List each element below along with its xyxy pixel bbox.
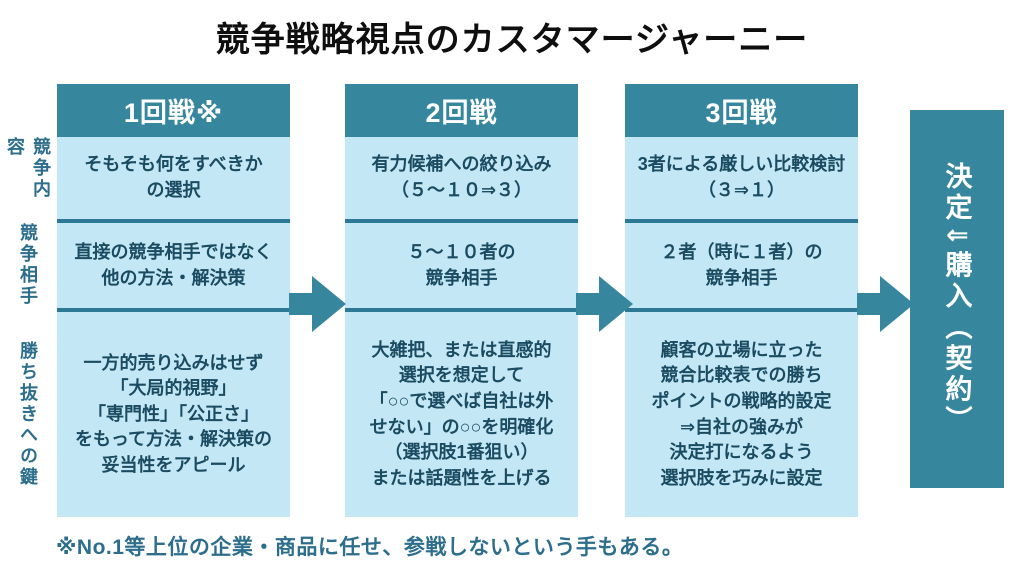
divider-line [57,308,290,312]
arrow-head [599,276,633,332]
round-1-competition-content-cell: そもそも何をすべきか の選択 [84,154,263,200]
column-round-1: 1回戦※ そもそも何をすべきか の選択 直接の競争相手ではなく 他の方法・解決策… [57,84,290,517]
divider-line [625,219,858,223]
divider-line [57,219,290,223]
footnote: ※No.1等上位の企業・商品に任せ、参戦しないという手もある。 [56,536,684,559]
decision-purchase-box: 決定⇓購入（契約） [910,110,1004,488]
arrow-right-icon [289,276,346,332]
column-round-1-header: 1回戦※ [57,84,290,137]
page-title: 競争戦略視点のカスタマージャーニー [215,21,809,59]
arrow-tail [289,293,312,315]
round-3-competition-content-cell: 3者による厳しい比較検討 （３⇒１） [637,154,846,200]
arrow-head [880,276,914,332]
divider-line [625,308,858,312]
round-2-competition-content-cell: 有力候補への絞り込み （５～１０⇒３） [371,154,552,200]
column-round-2: 2回戦 有力候補への絞り込み （５～１０⇒３） ５～１０者の 競争相手 大雑把、… [345,84,578,517]
round-3-competitors-cell: ２者（時に１者）の 競争相手 [660,241,823,288]
arrow-tail [857,293,880,315]
round-2-key-cell: 大雑把、または直感的 選択を想定して 「○○で選べば自社は外 せない」の○○を明… [369,339,554,488]
round-3-key-cell: 顧客の立場に立った 競合比較表での勝ち ポイントの戦略的設定 ⇒自社の強みが 決… [651,339,832,488]
round-1-competitors-cell: 直接の競争相手ではなく 他の方法・解決策 [74,241,273,288]
arrow-right-icon [576,276,633,332]
arrow-right-icon [857,276,914,332]
arrow-head [312,276,346,332]
column-round-2-header: 2回戦 [345,84,578,137]
row-label-competition-content: 競争内容 [5,137,51,200]
round-2-competitors-cell: ５～１０者の 競争相手 [407,241,516,288]
divider-line [345,219,578,223]
column-round-3: 3回戦 3者による厳しい比較検討 （３⇒１） ２者（時に１者）の 競争相手 顧客… [625,84,858,517]
column-round-3-header: 3回戦 [625,84,858,137]
round-1-key-cell: 一方的売り込みはせず 「大局的視野」 「専門性」「公正さ」 をもって方法・解決策… [74,352,273,475]
divider-line [345,308,578,312]
row-label-key-to-winning: 勝ち抜きへの鍵 [18,340,38,488]
row-label-competitors: 競争相手 [18,223,38,307]
arrow-tail [576,293,599,315]
